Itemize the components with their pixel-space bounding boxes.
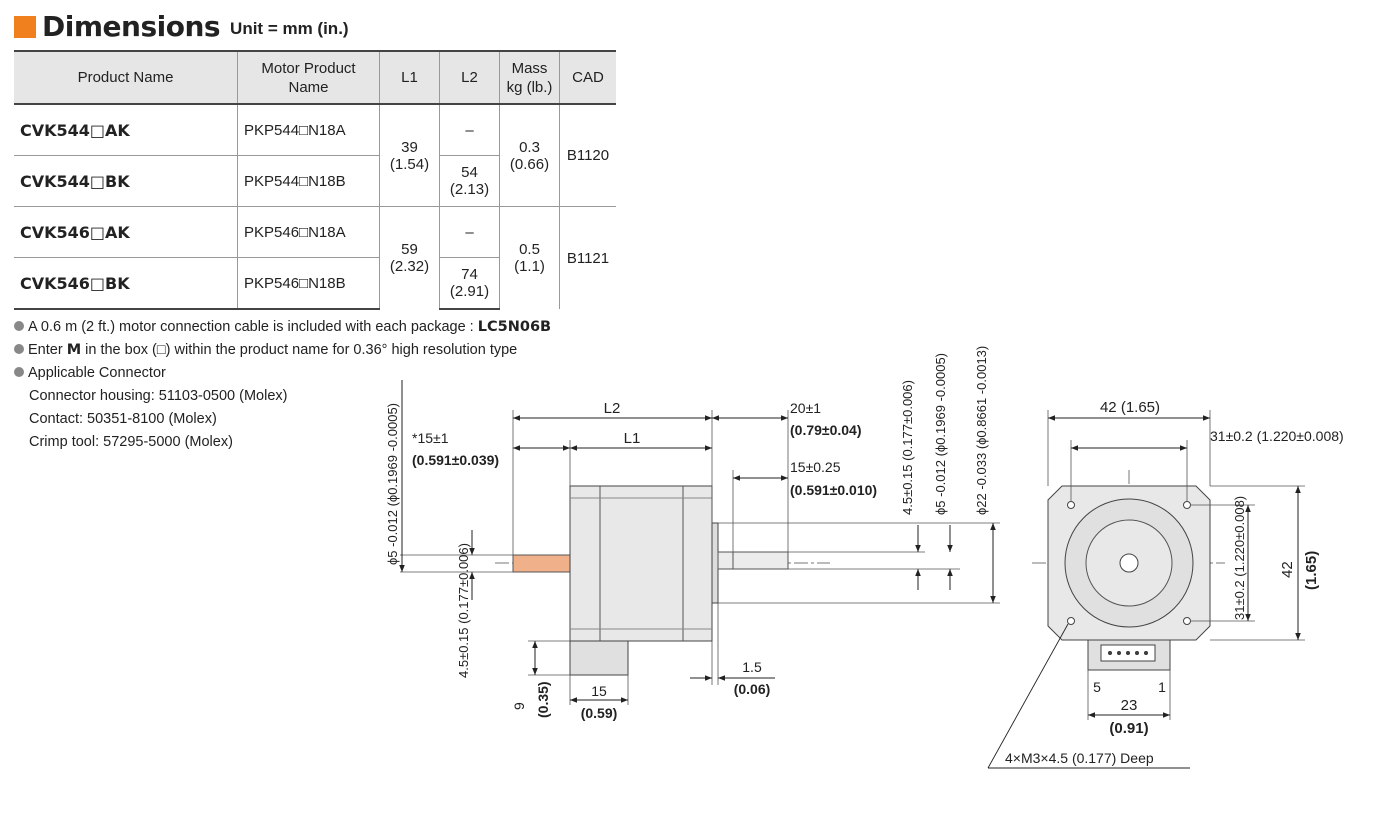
note-cable: A 0.6 m (2 ft.) motor connection cable i…: [14, 316, 551, 339]
motor-name-cell: PKP546□N18A: [237, 206, 380, 258]
note-housing: Connector housing: 51103-0500 (Molex): [29, 388, 288, 404]
col-l2: L2: [439, 50, 500, 105]
table-row: CVK544□AK PKP544□N18A 39 (1.54) – 0.3 (0…: [14, 104, 616, 207]
front-shaft-circle: [1119, 553, 1139, 573]
product-name-cell: CVK546□AK: [14, 206, 238, 258]
label-15c-in: (0.59): [581, 705, 618, 721]
label-flat-left: 4.5±0.15 (0.177±0.006): [456, 543, 471, 678]
label-20: 20±1: [790, 400, 821, 416]
label-20-in: (0.79±0.04): [790, 422, 862, 438]
col-product-name: Product Name: [14, 50, 238, 105]
product-name-cell: CVK544□BK: [14, 155, 238, 207]
label-h42-in: (1.65): [1303, 551, 1320, 590]
label-1-5-in: (0.06): [734, 681, 771, 697]
mount-hole: [1067, 501, 1075, 509]
motor-body: [569, 485, 713, 642]
product-name-cell: CVK546□BK: [14, 257, 238, 310]
orange-square-icon: [14, 16, 36, 38]
table-row: CVK546□BK PKP546□N18B 74 (2.91): [14, 257, 616, 310]
label-c23: 23: [1121, 697, 1138, 714]
label-1-5: 1.5: [742, 659, 762, 675]
l1-cell: 39 (1.54): [379, 104, 440, 207]
label-pilot: ϕ22 -0.033 (ϕ0.8661 -0.0013): [974, 346, 989, 515]
label-shaft-left: ϕ5 -0.012 (ϕ0.1969 -0.0005): [385, 403, 400, 565]
l1-cell: 59 (2.32): [379, 206, 440, 309]
motor-name-cell: PKP544□N18A: [237, 104, 380, 156]
notes: A 0.6 m (2 ft.) motor connection cable i…: [14, 316, 551, 454]
label-pin1: 1: [1158, 679, 1166, 695]
dimensions-table: Product Name Motor Product Name L1 L2 Ma…: [14, 50, 616, 310]
side-view-labels: L2 L1 20±1 (0.79±0.04) 15±0.25 (0.591±0.…: [385, 346, 989, 721]
note-crimp: Crimp tool: 57295-5000 (Molex): [29, 434, 233, 450]
bullet-icon: [14, 321, 24, 331]
label-shaft-right: ϕ5 -0.012 (ϕ0.1969 -0.0005): [933, 353, 948, 515]
l2-cell: –: [439, 206, 500, 258]
unit-label: Unit = mm (in.): [230, 19, 349, 38]
label-w42: 42 (1.65): [1100, 399, 1160, 416]
motor-name-cell: PKP546□N18B: [237, 257, 380, 310]
note-enter-m: Enter M in the box (□) within the produc…: [14, 339, 551, 362]
table-header-row: Product Name Motor Product Name L1 L2 Ma…: [14, 50, 616, 105]
front-view-labels: 42 (1.65) 31±0.2 (1.220±0.008) 31±0.2 (1…: [1005, 399, 1344, 766]
col-mass: Mass kg (lb.): [499, 50, 560, 105]
cad-link[interactable]: B1120: [559, 104, 616, 207]
label-holes: 4×M3×4.5 (0.177) Deep: [1005, 750, 1154, 766]
connector-block: [569, 640, 629, 676]
label-p31: 31±0.2 (1.220±0.008): [1210, 428, 1344, 444]
label-h42: 42: [1279, 561, 1296, 578]
section-title: Dimensions: [42, 10, 221, 43]
label-pin5: 5: [1093, 679, 1101, 695]
cable-code: LC5N06B: [477, 319, 552, 335]
label-15c: 15: [591, 683, 607, 699]
label-v31: 31±0.2 (1.220±0.008): [1232, 496, 1247, 620]
label-flat-right: 4.5±0.15 (0.177±0.006): [900, 380, 915, 515]
col-l1: L1: [379, 50, 440, 105]
mount-hole: [1183, 501, 1191, 509]
front-view: [987, 410, 1305, 769]
mount-hole: [1183, 617, 1191, 625]
label-c23-in: (0.91): [1109, 720, 1148, 737]
product-name-cell: CVK544□AK: [20, 120, 130, 140]
holes-leader: [987, 623, 1069, 769]
mass-cell: 0.5 (1.1): [499, 206, 560, 309]
l2-cell: 74 (2.91): [439, 257, 500, 310]
col-cad: CAD: [559, 50, 616, 105]
motor-name-cell: PKP544□N18B: [237, 155, 380, 207]
bullet-icon: [14, 367, 24, 377]
bullet-icon: [14, 344, 24, 354]
pilot-boss: [711, 522, 719, 604]
side-view: [399, 380, 1000, 705]
table-row: CVK546□AK PKP546□N18A 59 (2.32) – 0.5 (1…: [14, 206, 616, 309]
right-shaft: [717, 551, 789, 570]
label-15a-in: (0.591±0.039): [412, 452, 499, 468]
label-l2: L2: [604, 400, 621, 417]
l2-cell: 54 (2.13): [439, 155, 500, 207]
label-15a: *15±1: [412, 430, 449, 446]
label-l1: L1: [624, 430, 641, 447]
section-header: Dimensions Unit = mm (in.): [14, 8, 349, 42]
label-15b-in: (0.591±0.010): [790, 482, 877, 498]
table-row: CVK544□BK PKP544□N18B 54 (2.13): [14, 155, 616, 207]
label-15b: 15±0.25: [790, 459, 841, 475]
left-shaft: [512, 554, 571, 573]
label-9: 9: [511, 702, 527, 710]
mount-hole: [1067, 617, 1075, 625]
cad-link[interactable]: B1121: [559, 206, 616, 309]
l2-cell: –: [439, 104, 500, 156]
note-connector: Applicable Connector: [14, 362, 551, 385]
col-motor-product-name: Motor Product Name: [237, 50, 380, 105]
label-9-in: (0.35): [535, 681, 551, 718]
mass-cell: 0.3 (0.66): [499, 104, 560, 207]
note-contact: Contact: 50351-8100 (Molex): [29, 411, 217, 427]
